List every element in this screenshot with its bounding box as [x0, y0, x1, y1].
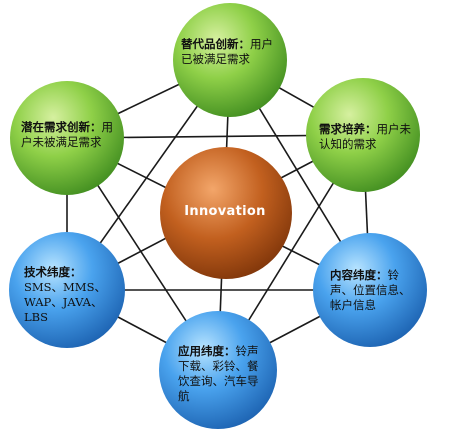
node-bottom-text: 应用纬度：铃声下载、彩铃、餐饮查询、汽车导航	[178, 344, 264, 404]
node-upper-left-body: 用户未被满足需求	[21, 120, 113, 149]
node-top-circle	[173, 3, 287, 117]
node-lower-left-title: 技术纬度：	[24, 265, 82, 279]
node-top-body: 用户已被满足需求	[181, 37, 273, 66]
node-lower-left-body: SMS、MMS、WAP、JAVA、LBS	[24, 280, 106, 324]
node-lower-left-text: 技术纬度：SMS、MMS、WAP、JAVA、LBS	[24, 265, 112, 325]
node-top-text: 替代品创新：用户已被满足需求	[181, 37, 281, 67]
node-upper-left-circle	[10, 81, 124, 195]
node-upper-right-text: 需求培养：用户未认知的需求	[319, 122, 417, 152]
node-bottom-circle	[159, 311, 277, 429]
node-bottom-body: 铃声下载、彩铃、餐饮查询、汽车导航	[178, 344, 259, 403]
node-lower-right-title: 内容纬度：	[330, 268, 388, 282]
center-node-circle	[160, 147, 292, 279]
node-lower-right-body: 铃声、位置信息、帐户信息	[330, 268, 411, 312]
node-upper-right-title: 需求培养：	[319, 122, 377, 136]
node-upper-right-body: 用户未认知的需求	[319, 122, 411, 151]
node-top-title: 替代品创新：	[181, 37, 250, 51]
node-lower-right-text: 内容纬度：铃声、位置信息、帐户信息	[330, 268, 412, 313]
node-upper-left-text: 潜在需求创新：用户未被满足需求	[21, 120, 117, 150]
node-lower-right-circle	[313, 233, 427, 347]
node-bottom-title: 应用纬度：	[178, 344, 236, 358]
node-lower-left-circle	[9, 232, 125, 348]
node-upper-left-title: 潜在需求创新：	[21, 120, 102, 134]
node-upper-right-circle	[306, 78, 420, 192]
center-label: Innovation	[184, 204, 266, 219]
